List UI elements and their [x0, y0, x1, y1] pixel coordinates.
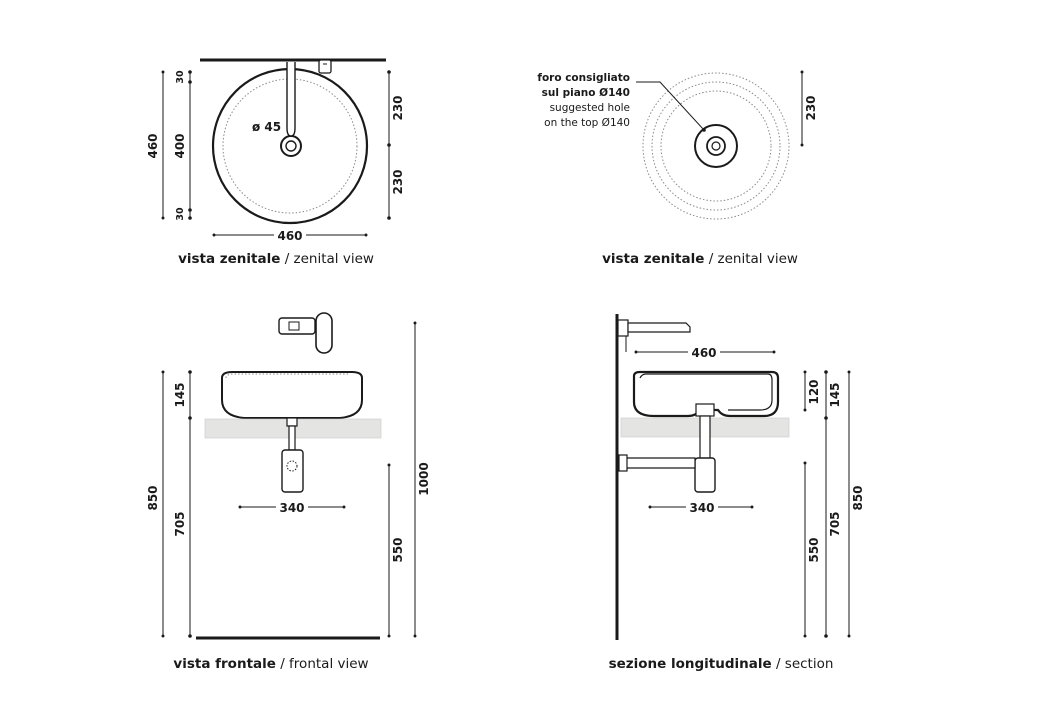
- dim-width: 460: [277, 229, 302, 243]
- dim-siphon-height-section: 550: [807, 537, 821, 562]
- note-line-3: suggested hole: [549, 102, 630, 114]
- dim-half-right: 230: [804, 95, 818, 120]
- dim-basin-height-section: 145: [828, 382, 842, 407]
- caption-bottom-left-rest: / frontal view: [275, 656, 369, 672]
- waste-pipe: [618, 457, 696, 469]
- caption-bottom-right-bold: sezione longitudinale: [608, 656, 772, 672]
- tap-section: [617, 319, 691, 352]
- caption-bottom-right: sezione longitudinale / section: [609, 656, 834, 672]
- caption-top-right: vista zenitale / zenital view: [602, 251, 798, 267]
- note-line-2: sul piano Ø140: [541, 87, 630, 99]
- wall-tap: [278, 312, 333, 354]
- dim-counter-height-section: 705: [828, 511, 842, 536]
- note-line-1: foro consigliato: [537, 72, 630, 84]
- dim-siphon-width: 340: [279, 501, 304, 515]
- dim-margin-bottom: 30: [175, 207, 186, 221]
- dim-top-height: 850: [146, 485, 160, 510]
- drain-inner: [285, 140, 297, 152]
- dim-tap-height: 1000: [417, 462, 431, 495]
- basin-section: [632, 370, 780, 418]
- hole-mid-ring: [651, 81, 781, 211]
- caption-bottom-left-bold: vista frontale: [173, 656, 276, 672]
- drain-inner-right: [711, 141, 721, 151]
- dim-inner-depth: 120: [807, 379, 821, 404]
- dim-basin-height: 145: [173, 382, 187, 407]
- dim-width-section: 460: [691, 346, 716, 360]
- dim-siphon-height: 550: [391, 537, 405, 562]
- siphon-section: [694, 457, 716, 493]
- drain-dim-label: ø 45: [252, 120, 281, 134]
- dim-depth-inner: 400: [173, 133, 187, 158]
- drain-outer-right: [706, 136, 726, 156]
- caption-bottom-right-rest: / section: [771, 656, 834, 672]
- dim-margin-top: 30: [175, 70, 186, 84]
- hole-leader-line: [636, 81, 705, 131]
- caption-bottom-left: vista frontale / frontal view: [173, 656, 368, 672]
- drain-outer: [280, 135, 302, 157]
- suggested-hole: [694, 124, 738, 168]
- dim-counter-height: 705: [173, 511, 187, 536]
- caption-top-right-bold: vista zenitale: [602, 251, 705, 267]
- view-bottom-left: 850 145 705 1000 550 340: [146, 312, 431, 640]
- tap-spout: [286, 62, 296, 137]
- caption-top-left-bold: vista zenitale: [178, 251, 281, 267]
- dim-half-top: 230: [391, 95, 405, 120]
- note-line-4: on the top Ø140: [544, 117, 630, 129]
- caption-top-left-rest: / zenital view: [280, 251, 374, 267]
- dim-top-height-section: 850: [851, 485, 865, 510]
- dim-depth-total: 460: [146, 133, 160, 158]
- basin-front: [221, 371, 363, 419]
- view-top-right: 230: [636, 70, 818, 220]
- view-bottom-right: 460 120 145 705 850 550 340: [615, 314, 865, 640]
- caption-top-left: vista zenitale / zenital view: [178, 251, 374, 267]
- hole-inner-ring: [660, 90, 772, 202]
- dim-half-bottom: 230: [391, 169, 405, 194]
- suggested-hole-note: foro consigliato sul piano Ø140 suggeste…: [537, 71, 630, 131]
- hole-outer-ring: [642, 72, 790, 220]
- dim-siphon-width-section: 340: [689, 501, 714, 515]
- tap-handle: [318, 59, 332, 74]
- caption-top-right-rest: / zenital view: [704, 251, 798, 267]
- view-top-left: ø 45 460 400 30 30 230 230 460: [146, 58, 405, 243]
